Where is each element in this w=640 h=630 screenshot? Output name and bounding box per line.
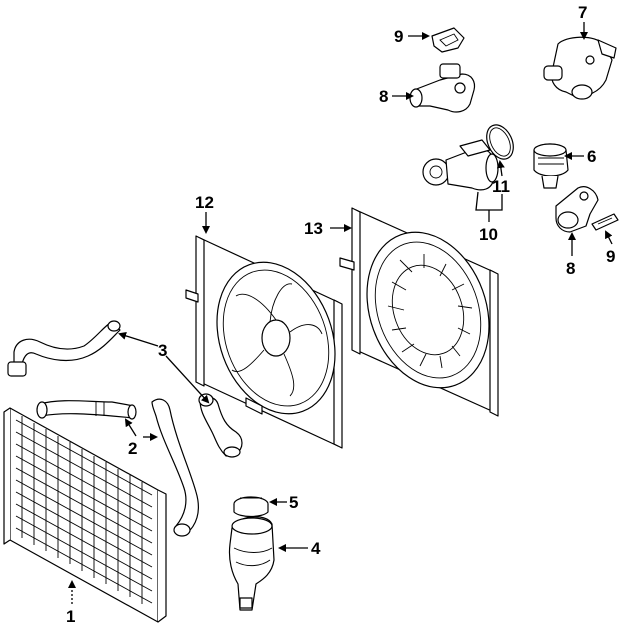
callout-5: 5 <box>289 493 298 512</box>
callout-8-top: 8 <box>379 87 388 106</box>
gasket-right <box>591 213 619 231</box>
gasket-top <box>431 27 465 53</box>
fan-shroud-12 <box>185 235 343 449</box>
callout-2: 2 <box>128 439 137 458</box>
callout-labels: 1 2 3 4 5 6 7 8 8 9 9 10 11 12 13 <box>66 3 615 626</box>
pipe-housing-top <box>409 63 476 113</box>
callout-13: 13 <box>304 219 323 238</box>
callout-3: 3 <box>158 341 167 360</box>
expansion-tank <box>228 516 275 611</box>
cap <box>233 496 269 518</box>
callout-4: 4 <box>311 539 321 558</box>
callout-1: 1 <box>66 607 75 626</box>
callout-6: 6 <box>587 147 596 166</box>
callout-11: 11 <box>492 177 510 196</box>
hose-3-right <box>198 393 243 458</box>
water-pump <box>422 139 499 191</box>
callout-7: 7 <box>578 3 587 22</box>
radiator <box>3 407 167 623</box>
callout-9-top: 9 <box>394 27 403 46</box>
thermostat-housing <box>543 36 617 100</box>
callout-8-right: 8 <box>566 259 575 278</box>
hose-3-left <box>7 320 121 377</box>
callout-leaders <box>68 22 613 604</box>
callout-12: 12 <box>195 193 214 212</box>
pipe-right <box>555 186 599 233</box>
hose-upper <box>36 400 137 420</box>
callout-10: 10 <box>479 225 498 244</box>
o-ring <box>486 124 514 160</box>
fan-shroud-13 <box>339 207 499 417</box>
hose-lower <box>151 398 199 537</box>
callout-9-right: 9 <box>606 247 615 266</box>
thermostat <box>533 143 569 189</box>
